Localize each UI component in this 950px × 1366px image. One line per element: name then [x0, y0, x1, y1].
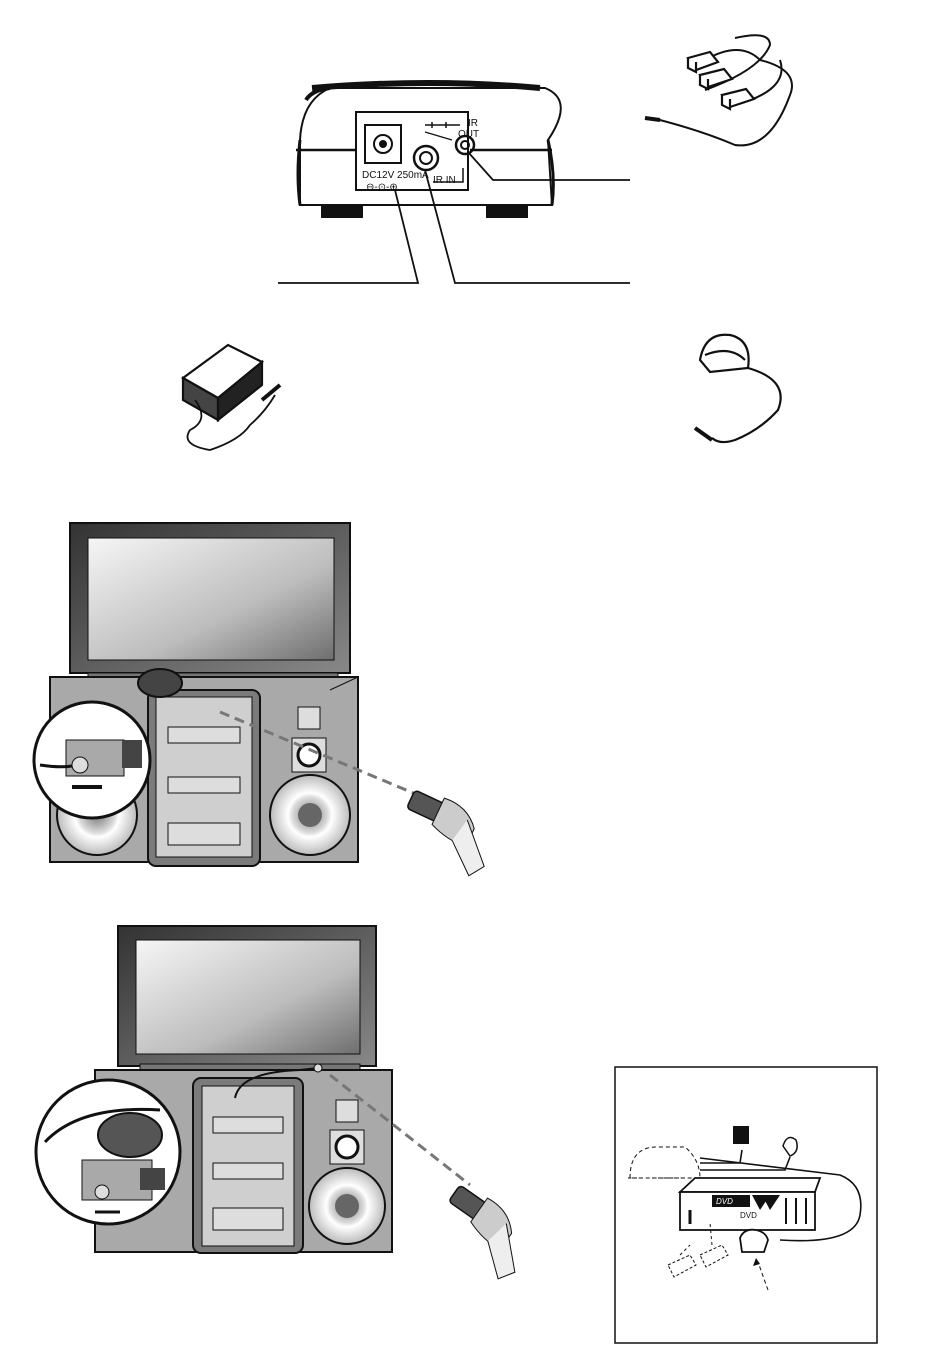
ir-receiver-eye	[695, 335, 781, 442]
power-adapter	[183, 345, 280, 450]
ir-in-label: IR IN	[433, 175, 456, 186]
inset-wiring-diagram: DVD DVD	[615, 1067, 877, 1343]
ir-out-label-bottom: OUT	[458, 129, 479, 140]
entertainment-setup-1	[34, 523, 503, 880]
polarity-symbols: ⊖-⊙-⊕	[366, 182, 398, 193]
dvd-logo-2: DVD	[740, 1211, 757, 1220]
power-rating-label: DC12V 250mA	[362, 170, 429, 181]
entertainment-setup-2	[36, 926, 541, 1285]
dc-power-jack	[365, 125, 401, 163]
ir-repeater-base-unit	[296, 83, 561, 217]
dvd-logo-1: DVD	[716, 1197, 733, 1206]
ir-emitter-cables	[645, 35, 792, 145]
ir-out-label-top: IR	[468, 118, 478, 129]
